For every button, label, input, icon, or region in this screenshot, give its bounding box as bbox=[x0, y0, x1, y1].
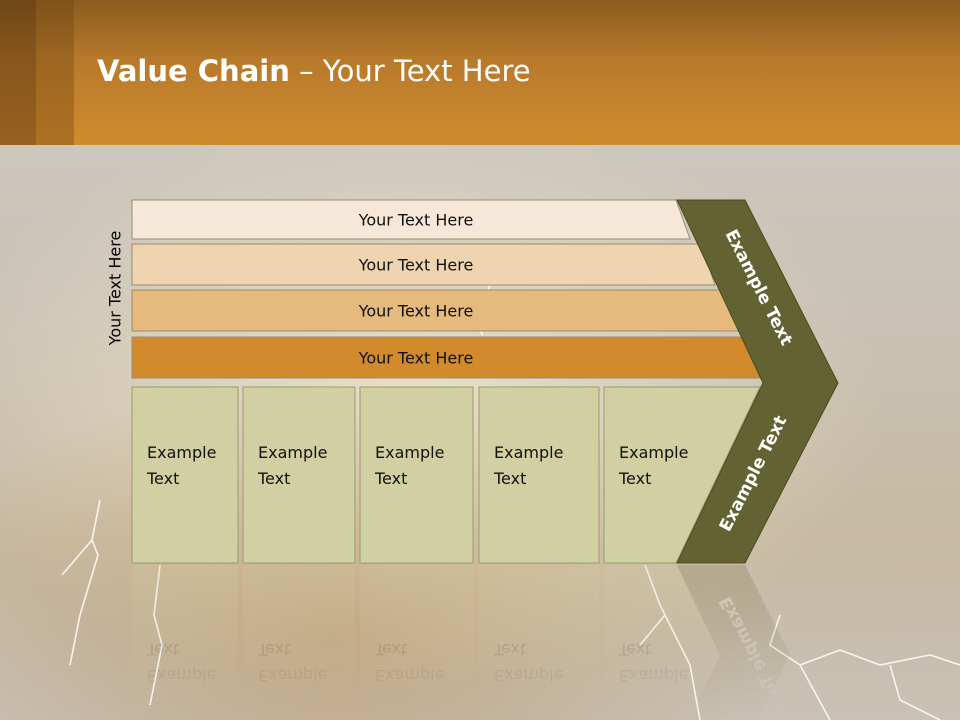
title-rest: – Your Text Here bbox=[289, 54, 531, 88]
activity-column bbox=[603, 386, 761, 564]
reflected-column-label: Example bbox=[375, 666, 444, 685]
header-band: Value Chain – Your Text Here bbox=[0, 0, 960, 145]
slide-title: Value Chain – Your Text Here bbox=[97, 54, 531, 88]
reflected-column-label: Example bbox=[494, 666, 563, 685]
activity-column-label-line2: Text bbox=[493, 469, 526, 488]
tier-bar-label: Your Text Here bbox=[358, 349, 474, 368]
activity-column bbox=[478, 386, 600, 564]
reflected-column-label: Text bbox=[618, 640, 651, 659]
margin-chevron bbox=[676, 199, 839, 564]
tier-bar-label: Your Text Here bbox=[358, 302, 474, 321]
reflected-column-label: Example bbox=[147, 666, 216, 685]
reflected-column-label: Example bbox=[258, 666, 327, 685]
header-stripe bbox=[0, 0, 36, 145]
activity-column-label-line1: Example bbox=[619, 443, 688, 462]
title-bold: Value Chain bbox=[97, 54, 290, 88]
tier-bar-label: Your Text Here bbox=[358, 211, 474, 230]
activity-column bbox=[131, 386, 239, 564]
activity-column-label-line1: Example bbox=[147, 443, 216, 462]
reflected-column bbox=[604, 565, 750, 720]
reflected-column-label: Example bbox=[619, 666, 688, 685]
reflected-chevron bbox=[677, 565, 790, 720]
activity-column bbox=[359, 386, 474, 564]
reflected-column bbox=[243, 565, 355, 720]
reflected-column-label: Text bbox=[493, 640, 526, 659]
activity-column bbox=[242, 386, 356, 564]
reflected-column bbox=[479, 565, 599, 720]
tier-bar bbox=[131, 243, 716, 286]
tier-bar-label: Your Text Here bbox=[358, 256, 474, 275]
header-stripe bbox=[36, 0, 74, 145]
activity-column-label-line2: Text bbox=[618, 469, 651, 488]
activity-column-label-line2: Text bbox=[257, 469, 290, 488]
activity-column-label-line1: Example bbox=[258, 443, 327, 462]
reflected-column-label: Text bbox=[374, 640, 407, 659]
reflected-column bbox=[132, 565, 238, 720]
activity-column-label-line2: Text bbox=[374, 469, 407, 488]
activity-column-label-line1: Example bbox=[494, 443, 563, 462]
reflected-column-label: Text bbox=[257, 640, 290, 659]
reflected-column bbox=[360, 565, 473, 720]
activity-column-label-line1: Example bbox=[375, 443, 444, 462]
reflected-column-label: Text bbox=[146, 640, 179, 659]
tier-bar bbox=[131, 199, 691, 240]
activity-column-label-line2: Text bbox=[146, 469, 179, 488]
